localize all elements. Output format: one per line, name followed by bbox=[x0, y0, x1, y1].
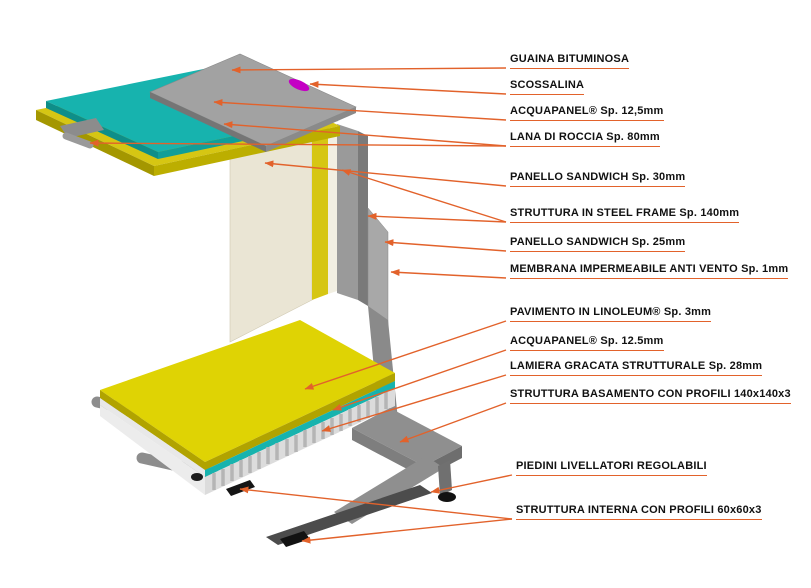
arrow-interna-2 bbox=[239, 486, 513, 520]
arrow-scossalina bbox=[309, 80, 507, 95]
arrow-panello-30 bbox=[264, 160, 507, 187]
arrow-steel-frame-2 bbox=[341, 169, 507, 223]
eave-bracket bbox=[60, 118, 104, 149]
floor-edge-left-light bbox=[100, 398, 205, 477]
arrow-steel-frame-1 bbox=[367, 212, 507, 223]
linoleum-floor-top bbox=[100, 320, 395, 462]
membrane-slab-edge-left bbox=[150, 92, 266, 152]
arrow-pavimento bbox=[304, 320, 507, 390]
label-guaina-bituminosa: GUAINA BITUMINOSA bbox=[510, 53, 630, 69]
flashing-highlight bbox=[288, 78, 310, 92]
arrow-piedini bbox=[430, 474, 513, 494]
label-pavimento-linoleum: PAVIMENTO IN LINOLEUM® Sp. 3mm bbox=[510, 306, 712, 322]
leveling-foot-stem bbox=[438, 460, 452, 496]
corrugated-deck-face bbox=[205, 388, 395, 495]
label-acquapanel-pavimento: ACQUAPANEL® Sp. 12.5mm bbox=[510, 335, 664, 351]
arrow-lana-1 bbox=[223, 121, 507, 147]
label-panello-sandwich-25: PANELLO SANDWICH Sp. 25mm bbox=[510, 236, 686, 252]
label-lana-di-roccia: LANA DI ROCCIA Sp. 80mm bbox=[510, 131, 660, 147]
label-acquapanel-parete: ACQUAPANEL® Sp. 12,5mm bbox=[510, 105, 664, 121]
arrow-membrana bbox=[390, 268, 507, 279]
floor-assembly bbox=[100, 320, 395, 495]
leader-lines bbox=[89, 66, 513, 544]
arrow-guaina bbox=[231, 66, 507, 74]
arrow-lamiera bbox=[321, 374, 507, 432]
wall-assembly bbox=[229, 115, 389, 343]
floor-edge-dark bbox=[100, 373, 395, 470]
label-lamiera-gracata: LAMIERA GRACATA STRUTTURALE Sp. 28mm bbox=[510, 360, 763, 376]
leveling-foot-left bbox=[191, 473, 203, 481]
arrow-interna-1 bbox=[301, 518, 513, 544]
steel-frame-column bbox=[337, 124, 358, 300]
arrow-acquapanel-pavimento bbox=[332, 349, 507, 411]
label-panello-sandwich-30: PANELLO SANDWICH Sp. 30mm bbox=[510, 171, 686, 187]
label-piedini-livellatori: PIEDINI LIVELLATORI REGOLABILI bbox=[516, 460, 707, 476]
base-beam-side bbox=[352, 428, 424, 478]
membrane-slab-edge-right bbox=[266, 107, 356, 152]
label-struttura-basamento: STRUTTURA BASAMENTO CON PROFILI 140x140x… bbox=[510, 388, 791, 404]
arrow-basamento bbox=[399, 402, 507, 443]
leveling-foot-right bbox=[438, 492, 456, 502]
deck-corrugation-ribs bbox=[212, 392, 388, 490]
internal-profile-black bbox=[280, 531, 310, 547]
wall-board-strip bbox=[328, 121, 337, 294]
label-struttura-interna: STRUTTURA INTERNA CON PROFILI 60x60x3 bbox=[516, 504, 762, 520]
internal-profile-beam bbox=[266, 485, 432, 545]
arrow-acquapanel-parete bbox=[213, 99, 507, 121]
steel-frame-column-side bbox=[358, 131, 368, 306]
bracket-tube bbox=[62, 132, 94, 149]
bracket-plate bbox=[60, 118, 104, 138]
arrow-lana-2 bbox=[89, 139, 507, 147]
deck-left-face bbox=[100, 405, 205, 495]
arrow-panello-25 bbox=[384, 239, 507, 252]
wall-rockwool-strip bbox=[312, 116, 328, 300]
label-membrana-impermeabile: MEMBRANA IMPERMEABILE ANTI VENTO Sp. 1mm bbox=[510, 263, 789, 279]
label-struttura-steel-frame: STRUTTURA IN STEEL FRAME Sp. 140mm bbox=[510, 207, 740, 223]
label-scossalina: SCOSSALINA bbox=[510, 79, 585, 95]
base-structure bbox=[191, 408, 462, 547]
